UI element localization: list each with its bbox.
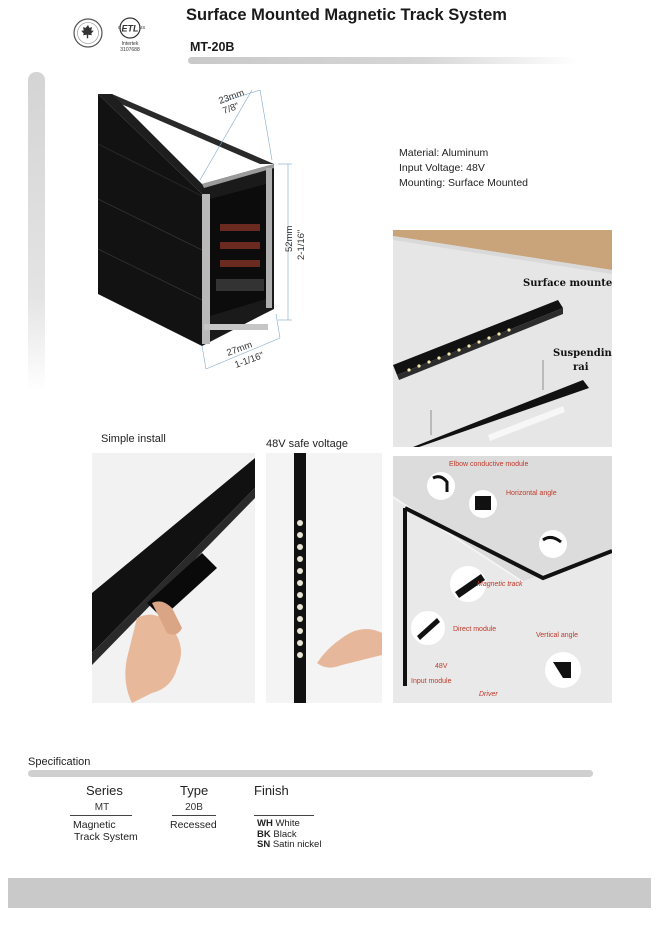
spec-material: Material: Aluminum [399,147,489,159]
horizontal-angle-label: Horizontal angle [506,490,557,497]
model-number: MT-20B [190,40,235,54]
finish-option-white: WH White [257,818,300,829]
surface-label: Surface mounted [523,278,612,289]
svg-text:US: US [139,25,145,30]
specification-bar [28,770,593,777]
simple-install-photo [92,453,255,703]
finish-options: WH White BK Black SN Satin nickel [257,818,322,851]
footer-bar [8,878,651,908]
spec-summary: Material: Aluminum Input Voltage: 48V Mo… [399,146,528,191]
intertek-text: Intertek [122,41,139,47]
etl-cert-icon: ETL C US [118,17,145,39]
page-title: Surface Mounted Magnetic Track System [186,6,507,24]
series-description: Magnetic Track System [73,819,138,843]
finish-option-black: BK Black [257,828,297,840]
direct-module-label: Direct module [453,626,496,633]
input-module-label: Input module [411,678,452,685]
safe-voltage-caption: 48V safe voltage [266,438,348,450]
canada-cert-icon [73,18,103,48]
suspending-label: Suspending [553,348,612,359]
spec-mounting: Mounting: Surface Mounted [399,177,528,189]
svg-text:C: C [118,25,122,30]
spec-voltage: Input Voltage: 48V [399,162,485,174]
finish-option-satin-nickel: SN Satin nickel [257,839,322,850]
type-heading: Type [180,783,209,798]
finish-heading: Finish [254,783,289,798]
svg-text:ETL: ETL [122,24,139,34]
dim-top-in: 7/8" [221,101,240,117]
vertical-angle-label: Vertical angle [536,632,578,639]
track-system-photo: Elbow conductive module Horizontal angle… [393,456,612,703]
type-description: Recessed [170,819,217,831]
magnetic-track-label: Magnetic track [477,581,523,588]
simple-install-caption: Simple install [101,433,166,445]
safe-voltage-photo [266,453,382,703]
series-rule [70,815,132,816]
series-code: MT [94,802,110,813]
type-rule [172,815,216,816]
elbow-module-label: Elbow conductive module [449,461,528,468]
model-underline-bar [188,57,578,64]
dim-height-in: 2-1/16" [296,230,307,260]
intertek-number: 3107688 [120,47,140,53]
certification-logos: ETL C US Intertek 3107688 [73,17,145,53]
track-profile-drawing: 23mm 7/8" 52mm 2-1/16" 27mm 1-1/16" [97,87,307,371]
specification-label: Specification [28,756,91,768]
series-desc-line1: Magnetic [73,819,116,831]
type-code: 20B [185,802,203,813]
48v-label: 48V [435,663,448,670]
surface-mounted-photo: Surface mounted Suspending rai [393,230,612,447]
dim-height-mm: 52mm [284,226,295,252]
rail-label: rai [573,362,589,373]
series-desc-line2: Track System [74,831,138,843]
finish-rule [254,815,314,816]
series-heading: Series [86,783,123,798]
side-accent-bar [28,72,45,392]
driver-label: Driver [479,691,498,698]
